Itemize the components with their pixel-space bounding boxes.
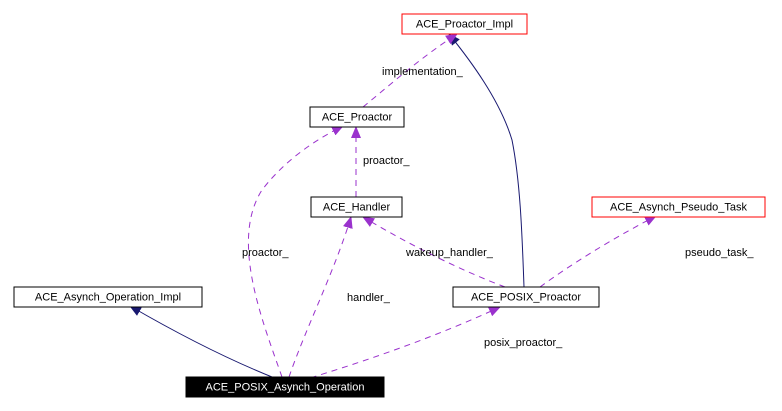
edges: [129, 33, 657, 382]
label-proactor-posix-op: proactor_: [242, 247, 289, 259]
label-implementation: implementation_: [382, 66, 464, 78]
node-ace-handler[interactable]: ACE_Handler: [310, 196, 403, 218]
node-ace-asynch-pseudo-task[interactable]: ACE_Asynch_Pseudo_Task: [591, 196, 766, 218]
node-box: [452, 286, 600, 308]
node-label: ACE_Asynch_Pseudo_Task: [610, 201, 747, 213]
label-handler: handler_: [347, 292, 391, 304]
edge-posix-proactor: [299, 306, 501, 382]
node-box: [185, 376, 385, 398]
label-pseudo-task: pseudo_task_: [685, 247, 754, 259]
label-proactor-handler: proactor_: [363, 155, 410, 167]
edge-pseudo-task: [539, 215, 657, 288]
edge-posix-op-handler: [288, 216, 353, 378]
node-label: ACE_Proactor_Impl: [416, 18, 513, 30]
node-ace-posix-proactor[interactable]: ACE_POSIX_Proactor: [452, 286, 600, 308]
node-box: [13, 286, 203, 308]
edge-labels: implementation_ proactor_ proactor_ wake…: [242, 66, 754, 349]
node-box: [401, 13, 528, 35]
edge-posix-op-inherits-op-impl: [129, 305, 273, 378]
node-ace-proactor[interactable]: ACE_Proactor: [309, 106, 405, 128]
edge-implementation: [362, 33, 458, 108]
node-label: ACE_Asynch_Operation_Impl: [35, 291, 181, 303]
node-ace-proactor-impl[interactable]: ACE_Proactor_Impl: [401, 13, 528, 35]
node-ace-asynch-operation-impl[interactable]: ACE_Asynch_Operation_Impl: [13, 286, 203, 308]
node-box: [310, 196, 403, 218]
node-label: ACE_POSIX_Proactor: [471, 291, 581, 303]
node-box: [591, 196, 766, 218]
node-label: ACE_Proactor: [322, 111, 393, 123]
node-box: [309, 106, 405, 128]
edge-posix-proactor-inherits-proactor-impl: [448, 33, 525, 288]
label-posix-proactor: posix_proactor_: [484, 337, 563, 349]
node-label: ACE_POSIX_Asynch_Operation: [206, 381, 365, 393]
node-ace-posix-asynch-operation[interactable]: ACE_POSIX_Asynch_Operation: [185, 376, 385, 398]
label-wakeup-handler: wakeup_handler_: [405, 247, 494, 259]
node-label: ACE_Handler: [323, 201, 391, 213]
